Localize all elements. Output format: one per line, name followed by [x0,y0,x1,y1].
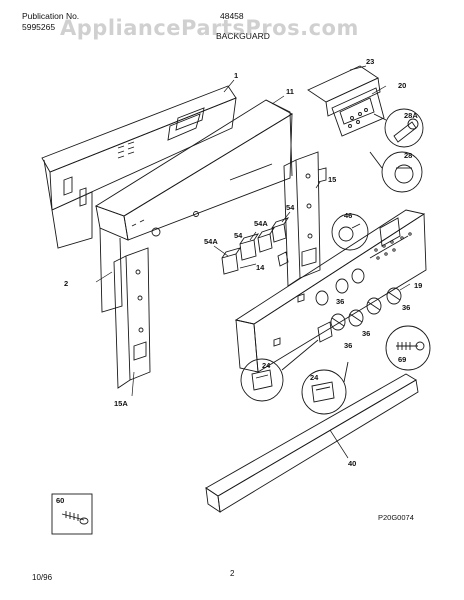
callout-2: 2 [64,279,69,288]
callout-14: 14 [256,263,265,272]
screw-detail-69 [385,325,431,371]
control-frame-part-11 [94,99,293,313]
page-number: 2 [230,569,235,578]
clock-housing-parts-23-20 [307,65,385,137]
switches-part-54 [221,217,290,275]
control-panel-part-19 [234,209,427,373]
diagram-code: P20G0074 [378,513,414,522]
callout-40: 40 [348,459,357,468]
callout-20: 20 [398,81,407,90]
leader-28a [373,113,387,121]
callout-36-a: 36 [336,297,345,306]
leader-lines [95,65,411,459]
callout-46: 46 [344,211,353,220]
revision-date: 10/96 [32,573,53,582]
callout-60: 60 [56,496,65,505]
callout-15: 15 [328,175,337,184]
callout-24-right: 24 [310,373,319,382]
callout-54a-lower: 54A [204,237,218,246]
publication-label: Publication No. [22,11,80,21]
model-number: 48458 [220,11,244,21]
rear-panel-part-1 [41,85,237,249]
knob-detail-28a [384,108,424,148]
callout-11: 11 [286,87,294,96]
callout-1: 1 [234,71,239,80]
end-bracket-part-15a [113,247,151,389]
callout-54-upper: 54 [286,203,295,212]
callout-28: 28 [404,151,413,160]
watermark: AppliancePartsPros.com [60,16,359,40]
leader-24 [281,339,349,383]
fastener-part-14 [277,251,289,267]
callout-23: 23 [366,57,375,66]
callout-36-c: 36 [362,329,371,338]
callout-24-left: 24 [262,361,271,370]
publication-number: 5995265 [22,22,56,32]
callout-54-lower: 54 [234,231,243,240]
switch-detail-24-right [301,369,347,415]
callout-28a: 28A [404,111,418,120]
callout-19: 19 [414,281,423,290]
knob-detail-28 [381,151,423,193]
callout-15a: 15A [114,399,128,408]
trim-part-40 [205,373,419,513]
section-title: BACKGUARD [216,31,270,41]
callout-54a-upper: 54A [254,219,268,228]
leader-28 [369,151,383,169]
screw-box-part-60 [51,493,93,535]
callout-69: 69 [398,355,407,364]
panel-knobs-part-36 [315,268,402,331]
callout-36-d: 36 [344,341,353,350]
knob-detail-46 [331,213,369,251]
callout-36-b: 36 [402,303,411,312]
switch-part-24-mounted [317,321,333,343]
switch-detail-24-left [240,358,284,402]
